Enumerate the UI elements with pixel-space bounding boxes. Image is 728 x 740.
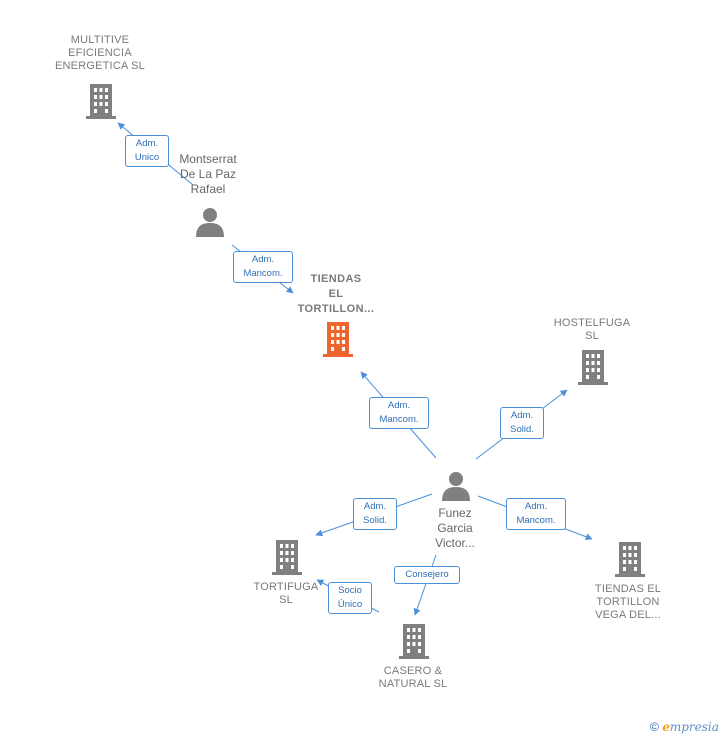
node-hostelfuga[interactable]: HOSTELFUGA SL xyxy=(532,317,652,343)
brand-logo[interactable]: empresia xyxy=(662,720,719,734)
company-label: MULTITIVE EFICIENCIA ENERGETICA SL xyxy=(54,34,145,72)
copyright-symbol: © xyxy=(650,720,659,734)
company-label: TIENDAS EL TORTILLON VEGA DEL... xyxy=(594,583,662,621)
edge-label-adm-mancom[interactable]: Adm. Mancom. xyxy=(233,251,293,283)
edge-label-adm-unico[interactable]: Adm. Unico xyxy=(125,135,169,167)
edge-label-adm-solid[interactable]: Adm. Solid. xyxy=(353,498,397,530)
edge-funez-casero xyxy=(413,554,437,616)
building-icon[interactable] xyxy=(614,542,646,578)
node-funez[interactable]: Funez Garcia Victor... xyxy=(405,506,505,551)
node-tiendas-tortillon[interactable]: TIENDAS EL TORTILLON... xyxy=(276,272,396,317)
company-label: HOSTELFUGA SL xyxy=(553,317,631,342)
person-icon[interactable] xyxy=(441,471,471,501)
company-label: CASERO & NATURAL SL xyxy=(378,665,448,690)
building-icon[interactable] xyxy=(271,540,303,576)
brand-e: e xyxy=(662,720,670,734)
node-multitive[interactable]: MULTITIVE EFICIENCIA ENERGETICA SL xyxy=(40,34,160,73)
person-label: Montserrat De La Paz Rafael xyxy=(179,152,237,196)
edge-label-consejero[interactable]: Consejero xyxy=(394,566,460,584)
footer-credit: © empresia xyxy=(650,720,719,734)
edge-label-adm-solid[interactable]: Adm. Solid. xyxy=(500,407,544,439)
building-icon[interactable] xyxy=(577,350,609,386)
company-label: TORTIFUGA SL xyxy=(253,581,319,606)
person-label: Funez Garcia Victor... xyxy=(435,506,475,550)
node-tiendas-vega[interactable]: TIENDAS EL TORTILLON VEGA DEL... xyxy=(578,583,678,622)
edge-label-socio-unico[interactable]: Socio Único xyxy=(328,582,372,614)
person-icon[interactable] xyxy=(195,207,225,237)
brand-text: mpresia xyxy=(669,720,719,734)
node-tortifuga[interactable]: TORTIFUGA SL xyxy=(236,581,336,607)
building-icon[interactable] xyxy=(85,84,117,120)
node-casero[interactable]: CASERO & NATURAL SL xyxy=(358,665,468,691)
node-montserrat[interactable]: Montserrat De La Paz Rafael xyxy=(158,152,258,197)
focal-company-label: TIENDAS EL TORTILLON... xyxy=(297,273,375,315)
building-icon[interactable] xyxy=(398,624,430,660)
edge-label-adm-mancom[interactable]: Adm. Mancom. xyxy=(506,498,566,530)
edge-label-adm-mancom[interactable]: Adm. Mancom. xyxy=(369,397,429,429)
building-icon[interactable] xyxy=(322,322,354,358)
